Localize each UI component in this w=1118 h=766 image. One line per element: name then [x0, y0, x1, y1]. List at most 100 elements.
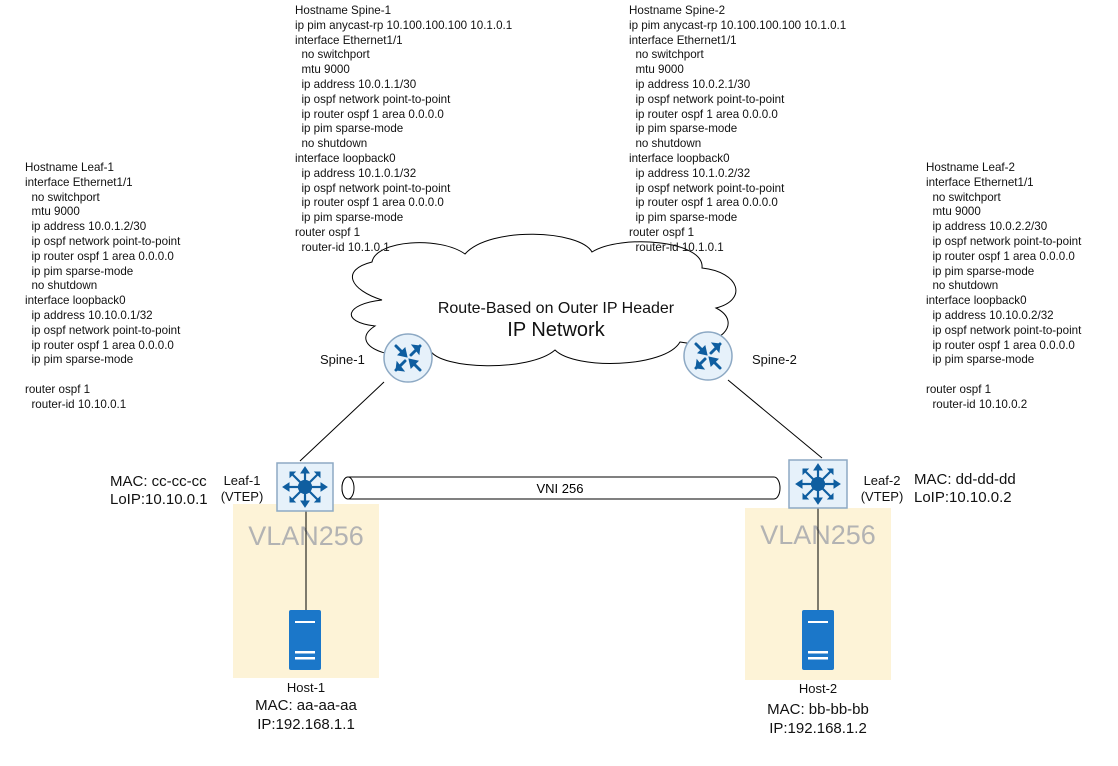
- config-line: ip pim sparse-mode: [25, 353, 134, 367]
- config-line: mtu 9000: [926, 205, 981, 219]
- host-1-ip: IP:192.168.1.1: [257, 716, 355, 733]
- config-line: ip router ospf 1 area 0.0.0.0: [295, 196, 444, 210]
- config-line: router-id 10.1.0.1: [629, 240, 724, 254]
- config-line: ip ospf network point-to-point: [629, 92, 785, 106]
- config-line: ip router ospf 1 area 0.0.0.0: [629, 196, 778, 210]
- config-line: no shutdown: [295, 137, 368, 151]
- leaf-1-loip: LoIP:10.10.0.1: [110, 491, 208, 508]
- config-line: [25, 368, 180, 383]
- config-line: router ospf 1: [295, 225, 361, 239]
- config-line: ip pim sparse-mode: [926, 264, 1035, 278]
- vni-label: VNI 256: [537, 481, 584, 496]
- config-line: interface loopback0: [629, 151, 730, 165]
- config-line: interface loopback0: [926, 294, 1027, 308]
- leaf-2-role: (VTEP): [861, 489, 904, 504]
- config-line: no switchport: [295, 48, 370, 62]
- config-line: Hostname Spine-1: [295, 4, 392, 17]
- config-line: ip pim anycast-rp 10.100.100.100 10.1.0.…: [629, 18, 847, 32]
- leaf-2-loip: LoIP:10.10.0.2: [914, 489, 1012, 506]
- config-line: no switchport: [629, 48, 704, 62]
- config-line: no shutdown: [629, 137, 702, 151]
- config-line: Hostname Leaf-1: [25, 161, 114, 174]
- config-line: ip router ospf 1 area 0.0.0.0: [926, 338, 1075, 352]
- config-line: interface Ethernet1/1: [295, 33, 403, 47]
- leaf-2-label: Leaf-2: [864, 473, 901, 488]
- config-line: ip router ospf 1 area 0.0.0.0: [25, 249, 174, 263]
- leaf-1-role: (VTEP): [221, 489, 264, 504]
- spine-2-label: Spine-2: [752, 352, 797, 367]
- host-2-server-icon: [802, 610, 834, 670]
- spine-2-router: [683, 331, 733, 381]
- config-line: mtu 9000: [25, 205, 80, 219]
- host-1-server-icon: [289, 610, 321, 670]
- config-line: ip pim sparse-mode: [25, 264, 134, 278]
- config-line: mtu 9000: [295, 63, 350, 77]
- config-line: ip address 10.0.1.1/30: [295, 77, 417, 91]
- config-line: ip address 10.10.0.2/32: [926, 308, 1054, 322]
- config-line: Hostname Leaf-2: [926, 161, 1015, 174]
- leaf-1-mac: MAC: cc-cc-cc: [110, 473, 207, 490]
- config-line: ip pim anycast-rp 10.100.100.100 10.1.0.…: [295, 18, 513, 32]
- config-line: ip ospf network point-to-point: [295, 92, 451, 106]
- config-line: ip router ospf 1 area 0.0.0.0: [25, 338, 174, 352]
- config-line: ip pim sparse-mode: [629, 211, 738, 225]
- switch-star-icon: [282, 466, 328, 508]
- leaf-1-label: Leaf-1: [224, 473, 261, 488]
- link-spine2-leaf2: [727, 379, 823, 459]
- config-line: ip address 10.0.1.2/30: [25, 220, 147, 234]
- config-line: ip pim sparse-mode: [926, 353, 1035, 367]
- config-line: ip ospf network point-to-point: [629, 181, 785, 195]
- config-line: router-id 10.1.0.1: [295, 240, 390, 254]
- config-line: no switchport: [25, 190, 100, 204]
- spine-1-label: Spine-1: [320, 352, 365, 367]
- config-line: mtu 9000: [629, 63, 684, 77]
- ip-network-cloud: Route-Based on Outer IP Header IP Networ…: [351, 233, 737, 367]
- config-line: ip address 10.1.0.2/32: [629, 166, 751, 180]
- config-line: ip ospf network point-to-point: [926, 323, 1082, 337]
- leaf-2-mac: MAC: dd-dd-dd: [914, 471, 1016, 488]
- host-2-label: Host-2: [799, 681, 837, 696]
- link-spine1-leaf1: [299, 381, 385, 462]
- config-line: router ospf 1: [926, 382, 992, 396]
- config-line: [926, 368, 1081, 383]
- config-line: interface Ethernet1/1: [926, 175, 1034, 189]
- vni-tunnel: VNI 256: [341, 476, 781, 500]
- router-arrows-icon: [694, 342, 722, 370]
- config-line: ip address 10.1.0.1/32: [295, 166, 417, 180]
- config-line: interface loopback0: [295, 151, 396, 165]
- config-line: ip address 10.0.2.2/30: [926, 220, 1048, 234]
- config-line: ip address 10.10.0.1/32: [25, 308, 153, 322]
- host-1-mac: MAC: aa-aa-aa: [255, 697, 357, 714]
- cloud-title: IP Network: [507, 319, 605, 341]
- router-arrows-icon: [394, 344, 422, 372]
- config-line: ip ospf network point-to-point: [25, 323, 181, 337]
- config-line: ip ospf network point-to-point: [295, 181, 451, 195]
- config-line: ip pim sparse-mode: [295, 211, 404, 225]
- config-line: ip router ospf 1 area 0.0.0.0: [926, 249, 1075, 263]
- config-line: no shutdown: [25, 279, 98, 293]
- config-line: router ospf 1: [25, 382, 91, 396]
- config-line: no switchport: [926, 190, 1001, 204]
- config-line: ip ospf network point-to-point: [926, 234, 1082, 248]
- cloud-subtitle: Route-Based on Outer IP Header: [438, 300, 675, 317]
- spine-1-router: [383, 333, 433, 383]
- config-line: ip router ospf 1 area 0.0.0.0: [629, 107, 778, 121]
- host-2-ip: IP:192.168.1.2: [769, 720, 867, 737]
- links: [299, 379, 823, 610]
- config-line: interface Ethernet1/1: [629, 33, 737, 47]
- config-line: interface Ethernet1/1: [25, 175, 133, 189]
- config-line: interface loopback0: [25, 294, 126, 308]
- host-2-mac: MAC: bb-bb-bb: [767, 701, 869, 718]
- config-line: Hostname Spine-2: [629, 4, 726, 17]
- host-1-label: Host-1: [287, 680, 325, 695]
- config-line: router ospf 1: [629, 225, 695, 239]
- leaf-1-switch: [276, 462, 334, 512]
- config-line: router-id 10.10.0.2: [926, 397, 1028, 411]
- config-line: router-id 10.10.0.1: [25, 397, 127, 411]
- leaf-2-switch: [788, 459, 848, 509]
